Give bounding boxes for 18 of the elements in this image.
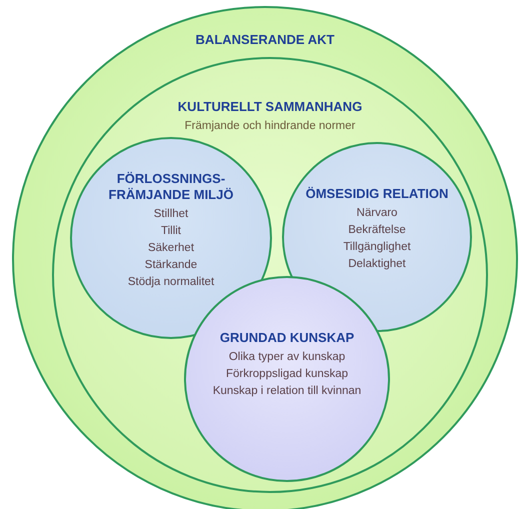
list-item: Delaktighet: [347, 257, 407, 272]
circle-title: GRUNDAD KUNSKAP: [218, 330, 356, 346]
list-item: Närvaro: [356, 206, 398, 221]
circle-title: FÖRLOSSNINGS- FRÄMJANDE MILJÖ: [108, 171, 234, 203]
list-item: Förkroppsligad kunskap: [224, 367, 350, 382]
list-item: Olika typer av kunskap: [228, 350, 346, 365]
list-item: Tillit: [160, 224, 182, 239]
list-item: Säkerhet: [146, 241, 196, 256]
circle-title: KULTURELLT SAMMANHANG: [176, 99, 364, 115]
list-item: Kunskap i relation till kvinnan: [212, 384, 362, 399]
circle-title: ÖMSESIDIG RELATION: [304, 186, 450, 202]
list-item: Bekräftelse: [347, 223, 407, 238]
subtitle: Främjande och hindrande normer: [184, 119, 356, 134]
circle-title: BALANSERANDE AKT: [194, 32, 336, 48]
list-item: Stärkande: [144, 258, 198, 273]
list-item: Stillhet: [152, 207, 190, 222]
list-item: Stödja normalitet: [126, 275, 216, 290]
list-item: Tillgänglighet: [342, 240, 412, 255]
